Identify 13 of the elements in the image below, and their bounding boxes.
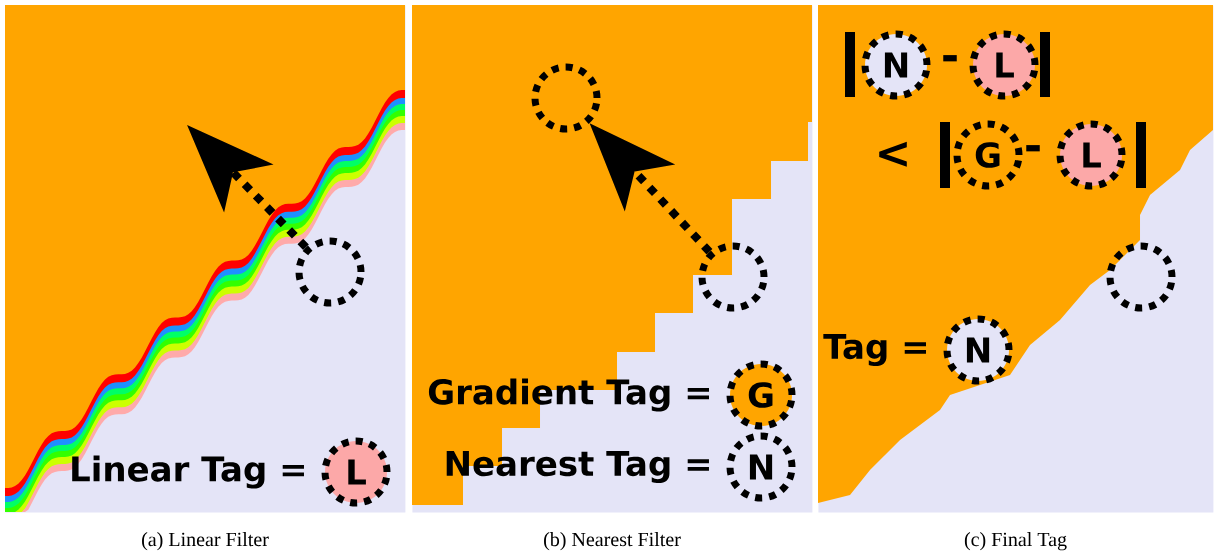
sample-circle [698, 242, 768, 312]
math-symbol: < [879, 141, 907, 167]
math-symbol: - [1026, 145, 1040, 152]
sample-circle [1106, 242, 1176, 312]
tag-label: Tag = [823, 333, 926, 367]
node-label: (a) Linear Filter [142, 532, 269, 551]
node-label: (c) Final Tag [964, 532, 1067, 551]
sample-circle [295, 237, 365, 307]
math-symbol: - [943, 55, 957, 62]
tag-label: Gradient Tag = [428, 378, 709, 412]
tag-label: Linear Tag = [72, 455, 304, 489]
node-label: (b) Nearest Filter [544, 532, 681, 551]
sample-circle [531, 63, 601, 133]
